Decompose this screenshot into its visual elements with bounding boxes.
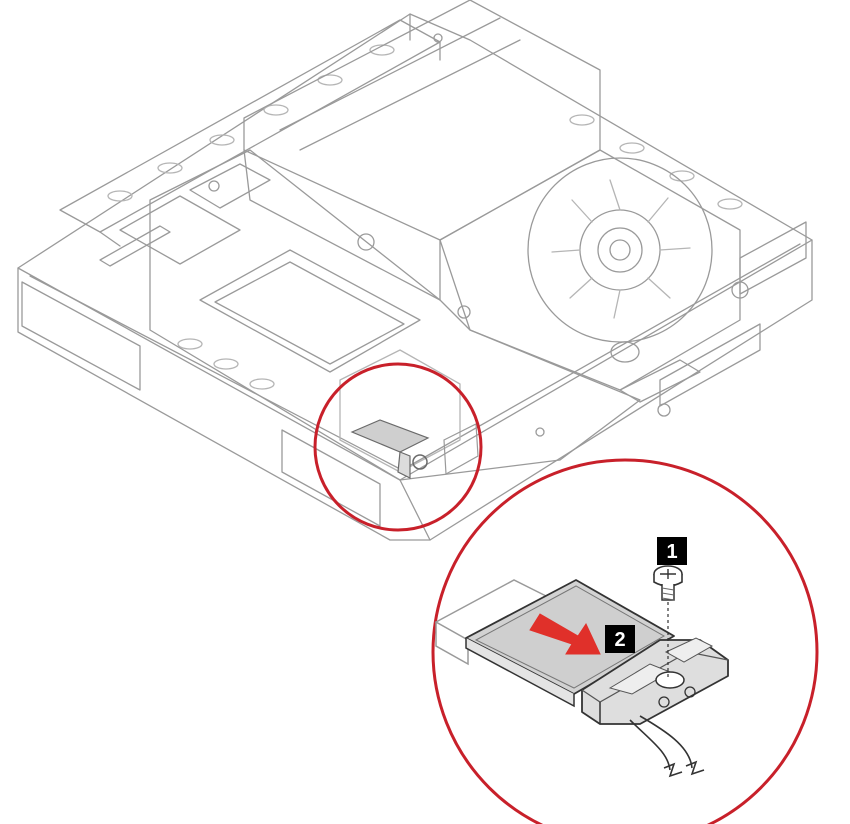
computer-chassis (17, 0, 813, 541)
source-callout-circle (313, 362, 483, 532)
antenna-connectors (658, 686, 696, 708)
chassis-outline (17, 13, 813, 541)
step-badge-1: 1 (657, 537, 687, 565)
step-badge-2: 2 (605, 625, 635, 653)
enlarged-view: 1 2 (434, 537, 729, 778)
front-vent-panel (21, 281, 141, 391)
storage-bracket (243, 0, 601, 241)
antenna-cables (629, 715, 705, 778)
card-location-detail (350, 419, 479, 479)
motherboard (149, 149, 641, 481)
step-2-number: 2 (614, 629, 625, 651)
removal-arrow (529, 613, 601, 655)
screw-icon (653, 565, 683, 601)
retention-bracket (581, 639, 729, 725)
fan-housing (439, 149, 741, 391)
step-1-number: 1 (666, 541, 677, 563)
rail-slots (107, 44, 743, 390)
fan-blades (551, 179, 691, 319)
